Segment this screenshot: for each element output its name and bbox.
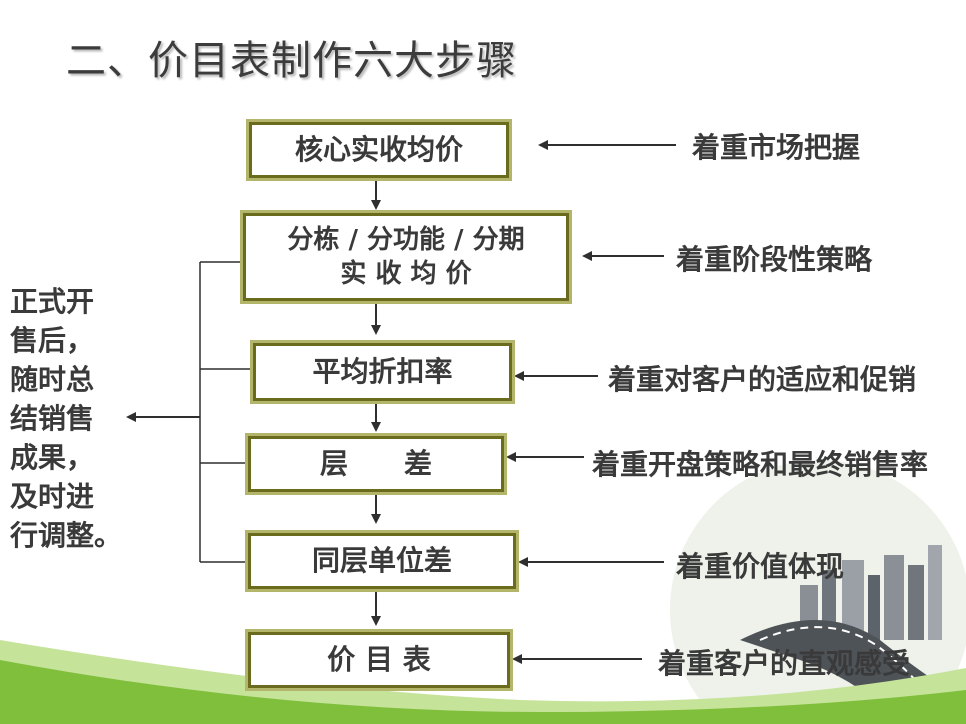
left-bracket [126, 261, 252, 563]
left-note-line: 随时总 [10, 363, 95, 396]
step-unit-difference: 同层单位差 [248, 533, 516, 589]
note-market: 着重市场把握 [692, 131, 861, 164]
left-adjustment-note: 正式开 售后， 随时总 结销售 成果， 及时进 行调整。 [10, 282, 123, 555]
step-label: 价 目 表 [327, 643, 431, 676]
step-label: 分栋 / 分功能 / 分期 [287, 225, 525, 255]
step-label: 平均折扣率 [312, 355, 453, 388]
step-average-discount-rate: 平均折扣率 [253, 343, 512, 401]
note-customer-feeling: 着重客户的直观感受 [658, 647, 911, 680]
note-customer-promotion: 着重对客户的适应和促销 [608, 363, 917, 396]
step-floor-difference: 层 差 [248, 436, 504, 492]
step-price-list: 价 目 表 [248, 632, 510, 688]
note-opening-strategy: 着重开盘策略和最终销售率 [592, 448, 929, 481]
step-label-secondary: 实 收 均 价 [340, 259, 472, 289]
step-label: 层 差 [319, 447, 432, 480]
left-note-line: 正式开 [10, 285, 95, 318]
left-note-line: 结销售 [10, 402, 95, 435]
left-note-line: 及时进 [10, 480, 95, 513]
note-value: 着重价值体现 [676, 550, 845, 583]
left-note-line: 售后， [10, 324, 95, 357]
green-wave [0, 660, 966, 724]
step-label: 核心实收均价 [294, 133, 463, 166]
left-note-line: 成果， [10, 441, 95, 474]
page-title: 二、价目表制作六大步骤 [66, 38, 517, 84]
note-stage-strategy: 着重阶段性策略 [676, 243, 873, 276]
step-building-average-price: 分栋 / 分功能 / 分期 实 收 均 价 [243, 213, 569, 301]
step-label: 同层单位差 [311, 544, 452, 577]
step-core-average-price: 核心实收均价 [249, 122, 509, 178]
left-note-line: 行调整。 [10, 519, 123, 552]
city-globe-decoration [670, 460, 966, 724]
